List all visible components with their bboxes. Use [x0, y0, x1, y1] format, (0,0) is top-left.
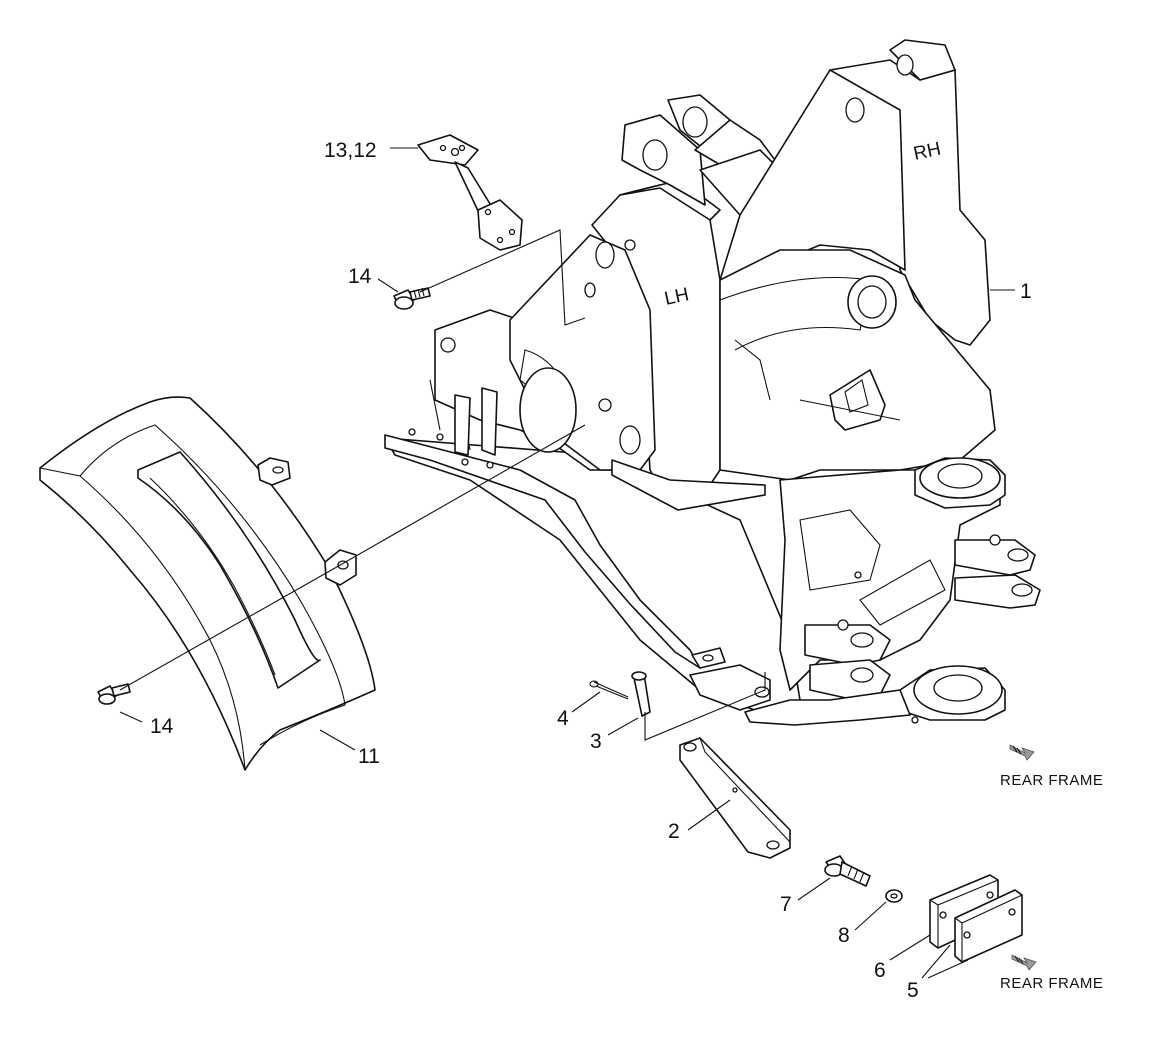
callout-4: 4	[557, 707, 569, 730]
callout-3: 3	[590, 730, 602, 753]
pin	[631, 671, 651, 717]
hinge-bar	[679, 737, 791, 859]
bolt-7	[824, 855, 871, 887]
callout-6: 6	[874, 959, 886, 982]
bracket-assembly	[417, 134, 523, 251]
callout-5: 5	[907, 979, 919, 1002]
bolt-left	[97, 683, 131, 705]
leader-lines	[119, 147, 1015, 979]
front-frame	[384, 39, 1041, 726]
shim-5	[954, 889, 1023, 963]
callout-14-left: 14	[150, 715, 174, 738]
fender	[39, 396, 376, 771]
bolt-top	[393, 287, 431, 310]
side-label-lh: LH	[663, 284, 691, 310]
washer-8	[885, 889, 903, 903]
rear-frame-label-lower: REAR FRAME	[1000, 975, 1103, 992]
callout-2: 2	[668, 820, 680, 843]
callout-13-12: 13,12	[324, 139, 377, 162]
shim-6	[929, 874, 999, 949]
assembly-lines	[119, 229, 766, 741]
callout-7: 7	[780, 893, 792, 916]
callout-11: 11	[358, 745, 380, 768]
hatched-arrow-icon	[1011, 954, 1037, 971]
hatched-arrow-icon	[1009, 744, 1035, 761]
callout-14-top: 14	[348, 265, 372, 288]
callout-1: 1	[1020, 280, 1032, 303]
rear-frame-label-upper: REAR FRAME	[1000, 772, 1103, 789]
callout-8: 8	[838, 924, 850, 947]
cotter-pin	[589, 680, 629, 700]
